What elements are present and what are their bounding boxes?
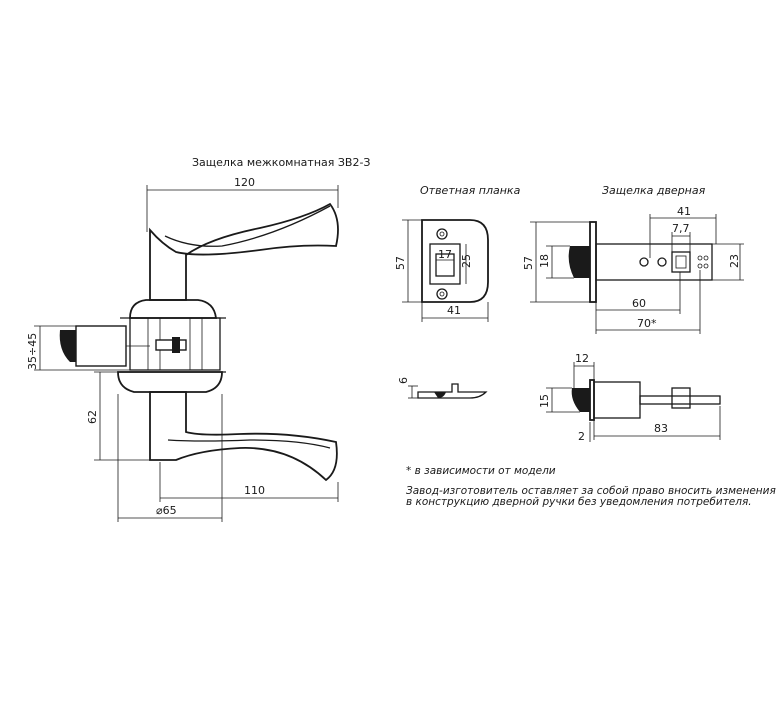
strike-plate-side: 6 (397, 377, 488, 399)
latch-dimensions: 57 18 41 7,7 23 60 70* (522, 205, 744, 334)
dim-latch-57: 57 (522, 256, 535, 270)
strike-title: Ответная планка (420, 184, 521, 197)
top-handle-lever (149, 202, 339, 301)
latch-body-side (75, 325, 127, 367)
dim-latch-23: 23 (728, 254, 741, 268)
dim-latch-70: 70* (637, 317, 657, 330)
dim-strike-25: 25 (460, 254, 473, 268)
note-line-2: в конструкцию дверной ручки без уведомле… (406, 496, 752, 508)
dim-strike-57: 57 (394, 256, 407, 270)
handle-assembly (59, 202, 339, 482)
dim-latch-41: 41 (677, 205, 691, 218)
note-asterisk: * в зависимости от модели (406, 465, 556, 477)
dim-strike-6: 6 (397, 377, 410, 384)
dim-side-15: 15 (538, 394, 551, 408)
strike-plate-front (421, 219, 489, 303)
top-rosette (129, 299, 218, 319)
dim-latch-7-7: 7,7 (672, 222, 690, 235)
bottom-rosette (117, 371, 223, 393)
main-title: Защелка межкомнатная ЗВ2-З (192, 156, 371, 169)
latch-front (568, 221, 713, 303)
dim-side-12: 12 (575, 352, 589, 365)
latch-title: Защелка дверная (602, 184, 706, 197)
dim-spindle-range: 35÷45 (26, 333, 39, 370)
latch-top-dimensions: 12 15 2 83 (538, 352, 721, 443)
dim-strike-17: 17 (438, 248, 452, 261)
dim-handle-120: 120 (234, 176, 255, 189)
latch-top (571, 379, 721, 421)
dim-rosette-62: 62 (86, 410, 99, 424)
dim-handle-110: 110 (244, 484, 265, 497)
strike-dimensions: 57 41 17 25 (394, 219, 489, 322)
dim-strike-41: 41 (447, 304, 461, 317)
dim-side-2: 2 (578, 430, 585, 443)
bottom-handle-lever (149, 391, 338, 482)
dim-rosette-diameter: ⌀65 (156, 504, 177, 517)
handle-dimensions: 120 35÷45 62 110 ⌀65 (26, 176, 339, 522)
dim-latch-18: 18 (538, 254, 551, 268)
dim-side-83: 83 (654, 422, 668, 435)
dim-latch-60: 60 (632, 297, 646, 310)
note-line-1: Завод-изготовитель оставляет за собой пр… (406, 485, 776, 497)
